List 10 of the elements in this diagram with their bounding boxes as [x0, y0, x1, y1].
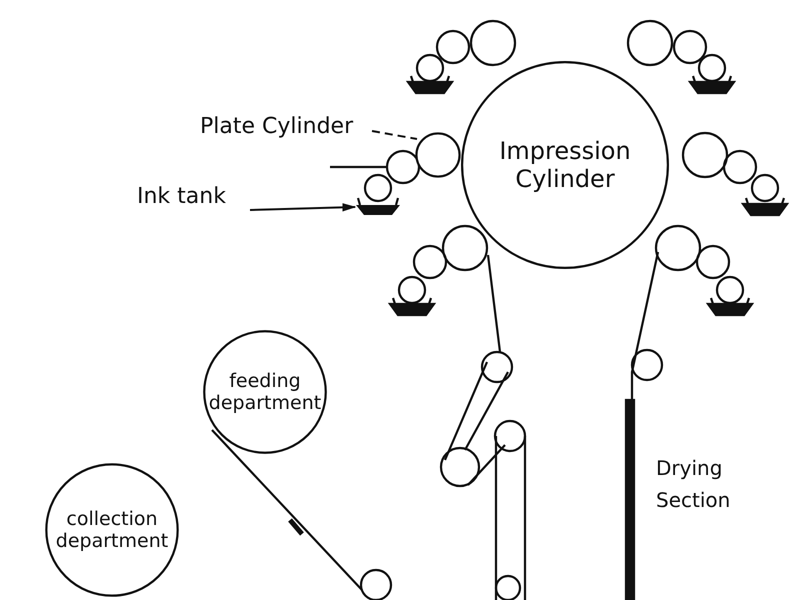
plate-cylinder-roller: [416, 133, 460, 177]
impression-cylinder: Impression Cylinder: [460, 60, 670, 270]
section-label: Drying Section: [656, 455, 732, 514]
feeding-roll: feeding department: [203, 330, 327, 454]
part-label: Plate Cylinder: [200, 114, 380, 146]
part-label: Ink tank: [137, 184, 247, 216]
leader-line: [250, 203, 356, 212]
ink-trough-drawing: [355, 198, 401, 216]
collection-roll: collection department: [45, 463, 179, 597]
leader-line: [372, 130, 418, 140]
